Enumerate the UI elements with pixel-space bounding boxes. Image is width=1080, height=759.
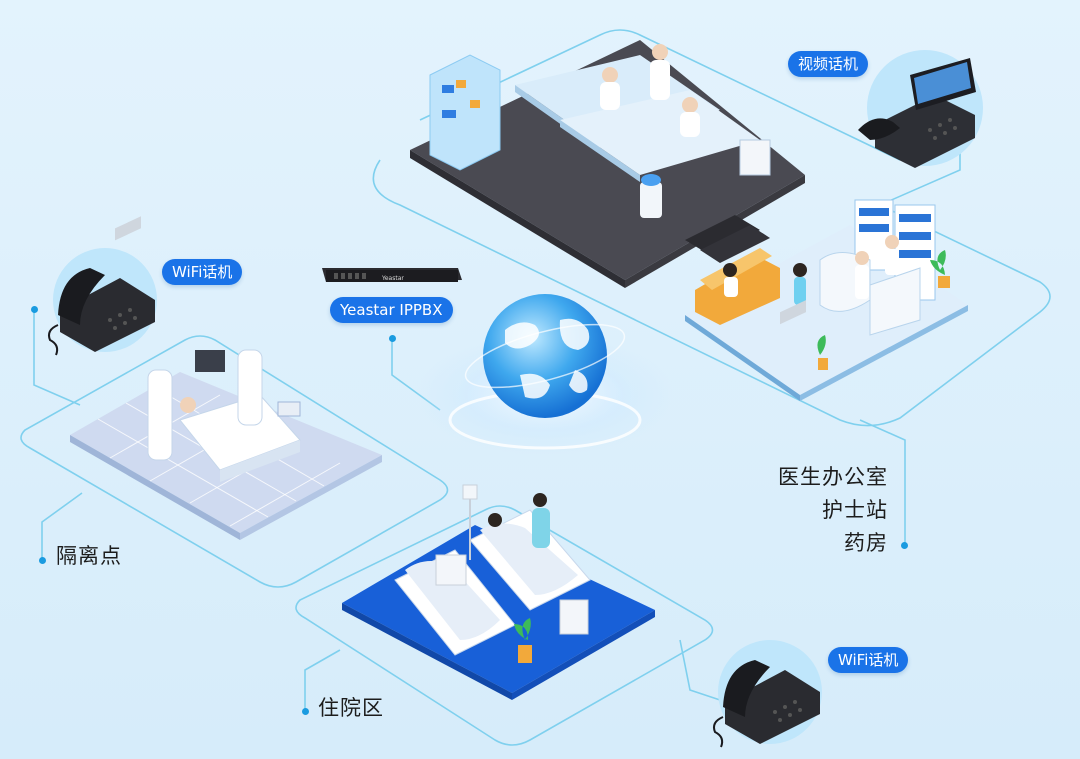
server-brand-text: Yeastar — [381, 275, 404, 282]
isolation-zone-label: 隔离点 — [56, 544, 122, 568]
ward-zone-label: 住院区 — [318, 696, 384, 720]
office-room — [685, 199, 968, 401]
connector-dot — [389, 335, 396, 342]
isolation-room — [70, 349, 382, 540]
office-zone-line-3: 药房 — [844, 531, 888, 555]
office-zone-line-2: 护士站 — [822, 498, 888, 522]
video-phone-label: 视频话机 — [788, 51, 869, 77]
lab-room — [410, 40, 805, 288]
connection-lines — [20, 29, 1051, 746]
desk-phone-icon — [713, 300, 822, 748]
video-phone-icon — [858, 50, 983, 168]
connector-dot — [901, 542, 908, 549]
connector-dot — [302, 708, 309, 715]
ward-room — [342, 484, 655, 700]
ippbx-server: Yeastar — [322, 268, 462, 282]
desk-phone-icon — [48, 216, 157, 356]
globe-icon — [415, 294, 675, 455]
wifi-phone-bottom-label: WiFi话机 — [828, 647, 909, 673]
wifi-phone-left-label: WiFi话机 — [162, 259, 243, 285]
connector-dot — [31, 306, 38, 313]
ippbx-label: Yeastar IPPBX — [330, 297, 453, 323]
office-zone-line-1: 医生办公室 — [778, 465, 888, 489]
connector-dot — [39, 557, 46, 564]
